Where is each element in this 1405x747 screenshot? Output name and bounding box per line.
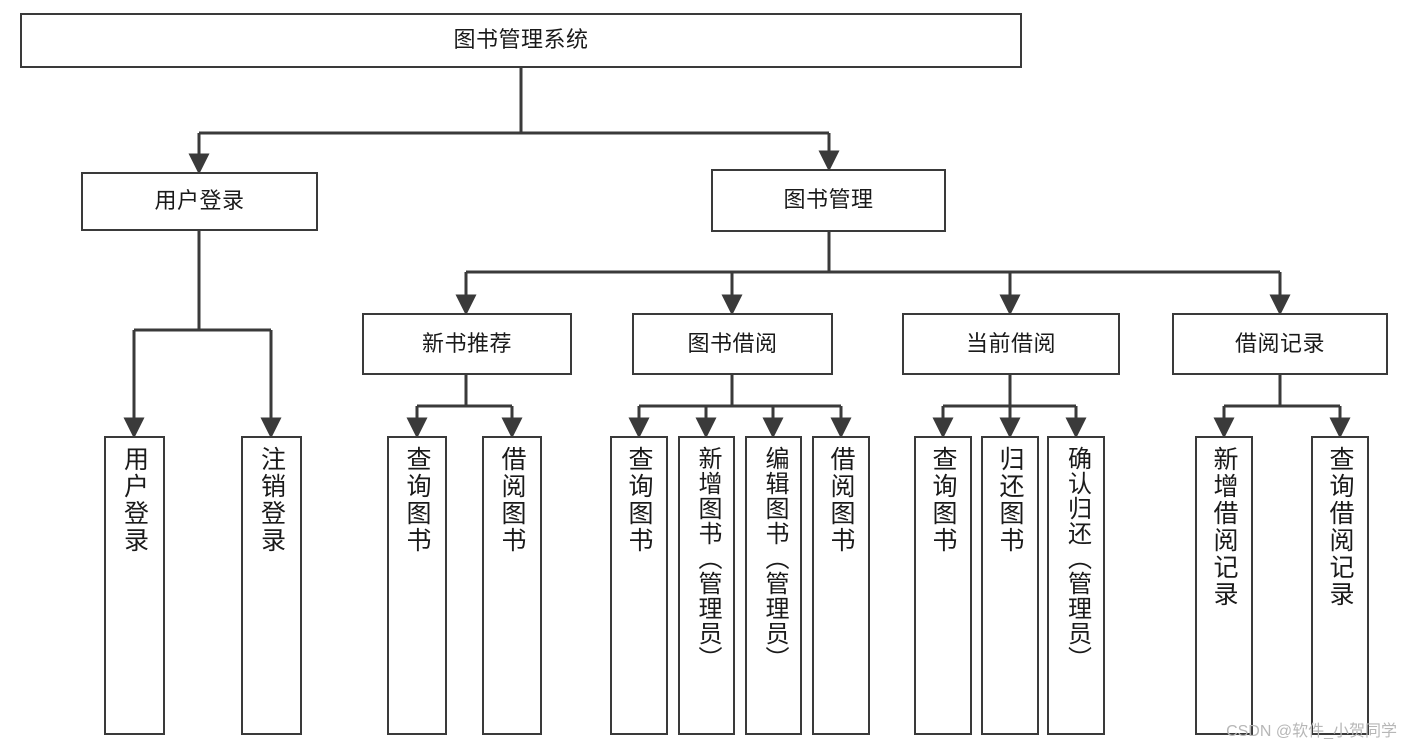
- node-borrow-record[interactable]: 借阅记录: [1172, 313, 1388, 375]
- node-book-management[interactable]: 图书管理: [711, 169, 946, 232]
- node-label: 新增借阅记录: [1210, 446, 1238, 608]
- node-book-borrow[interactable]: 图书借阅: [632, 313, 833, 375]
- node-label: 图书管理: [783, 187, 874, 213]
- node-label: 新书推荐: [421, 330, 512, 356]
- node-leaf-query-borrow-record[interactable]: 查询借阅记录: [1311, 436, 1369, 735]
- node-label: 查询图书: [625, 446, 653, 554]
- node-leaf-confirm-return-admin[interactable]: 确认归还（管理员）: [1047, 436, 1105, 735]
- node-new-book-recommend[interactable]: 新书推荐: [362, 313, 572, 375]
- node-label: 查询借阅记录: [1326, 446, 1354, 608]
- node-leaf-return-book[interactable]: 归还图书: [981, 436, 1039, 735]
- node-label: 图书借阅: [687, 330, 778, 356]
- node-label: 借阅记录: [1234, 330, 1325, 356]
- node-label: 用户登录: [120, 446, 149, 554]
- node-leaf-query-book-borrow[interactable]: 查询图书: [610, 436, 668, 735]
- node-leaf-user-login[interactable]: 用户登录: [104, 436, 165, 735]
- node-leaf-add-book-admin[interactable]: 新增图书（管理员）: [678, 436, 735, 735]
- node-label: 确认归还（管理员）: [1063, 446, 1091, 671]
- node-label: 查询图书: [929, 446, 957, 554]
- node-label: 编辑图书（管理员）: [760, 446, 788, 671]
- node-label: 归还图书: [996, 446, 1024, 554]
- node-leaf-borrow-book[interactable]: 借阅图书: [812, 436, 870, 735]
- node-leaf-add-borrow-record[interactable]: 新增借阅记录: [1195, 436, 1253, 735]
- node-leaf-query-book-current[interactable]: 查询图书: [914, 436, 972, 735]
- node-label: 查询图书: [403, 446, 431, 554]
- node-label: 用户登录: [154, 188, 245, 214]
- node-user-login[interactable]: 用户登录: [81, 172, 318, 231]
- node-label: 借阅图书: [827, 446, 855, 554]
- node-label: 注销登录: [257, 446, 286, 554]
- node-root-system[interactable]: 图书管理系统: [20, 13, 1022, 68]
- node-label: 当前借阅: [965, 330, 1056, 356]
- node-current-borrow[interactable]: 当前借阅: [902, 313, 1120, 375]
- node-label: 借阅图书: [498, 446, 526, 554]
- node-leaf-logout[interactable]: 注销登录: [241, 436, 302, 735]
- node-label: 图书管理系统: [453, 27, 589, 53]
- node-leaf-edit-book-admin[interactable]: 编辑图书（管理员）: [745, 436, 802, 735]
- node-leaf-borrow-book-newbook[interactable]: 借阅图书: [482, 436, 542, 735]
- node-label: 新增图书（管理员）: [693, 446, 721, 671]
- watermark-text: CSDN @软件_小贺同学: [1226, 723, 1397, 740]
- node-leaf-query-book-newbook[interactable]: 查询图书: [387, 436, 447, 735]
